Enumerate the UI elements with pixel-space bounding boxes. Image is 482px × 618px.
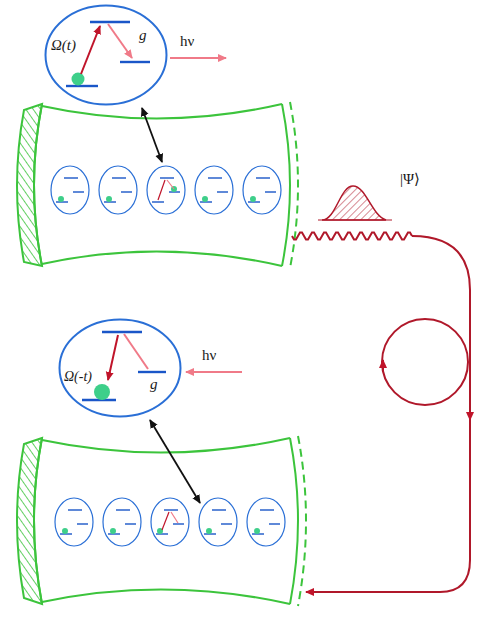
coupling-arrow bbox=[142, 108, 162, 162]
photon-wave bbox=[292, 233, 412, 240]
photon-label: hν bbox=[202, 348, 216, 363]
coupling-label: g bbox=[150, 377, 158, 392]
rabi-frequency-label: Ω(t) bbox=[51, 38, 76, 53]
state-label: |Ψ⟩ bbox=[400, 172, 420, 187]
fibre-loop bbox=[382, 319, 468, 405]
wavepacket-base bbox=[318, 220, 392, 221]
fibre-line bbox=[306, 236, 470, 592]
direction-arrow bbox=[382, 360, 384, 372]
coupling-label: g bbox=[139, 28, 147, 43]
ellipse-outline bbox=[44, 4, 168, 106]
ellipse-outline bbox=[58, 318, 182, 418]
cavity-bottom bbox=[17, 436, 306, 606]
photon-arrow bbox=[186, 371, 242, 373]
rabi-frequency-label: Ω(-t) bbox=[64, 370, 92, 384]
atom-zoom-ellipse: Ω(t) g bbox=[44, 4, 168, 106]
direction-arrow bbox=[469, 400, 471, 420]
atom-zoom-ellipse: Ω(-t) g bbox=[58, 318, 182, 418]
atom-ensemble bbox=[51, 166, 285, 546]
photon-label: hν bbox=[180, 34, 194, 49]
wavepacket bbox=[322, 186, 386, 220]
photon-arrow bbox=[170, 57, 226, 59]
coupling-arrow bbox=[150, 420, 200, 503]
cavity-top bbox=[17, 102, 298, 268]
